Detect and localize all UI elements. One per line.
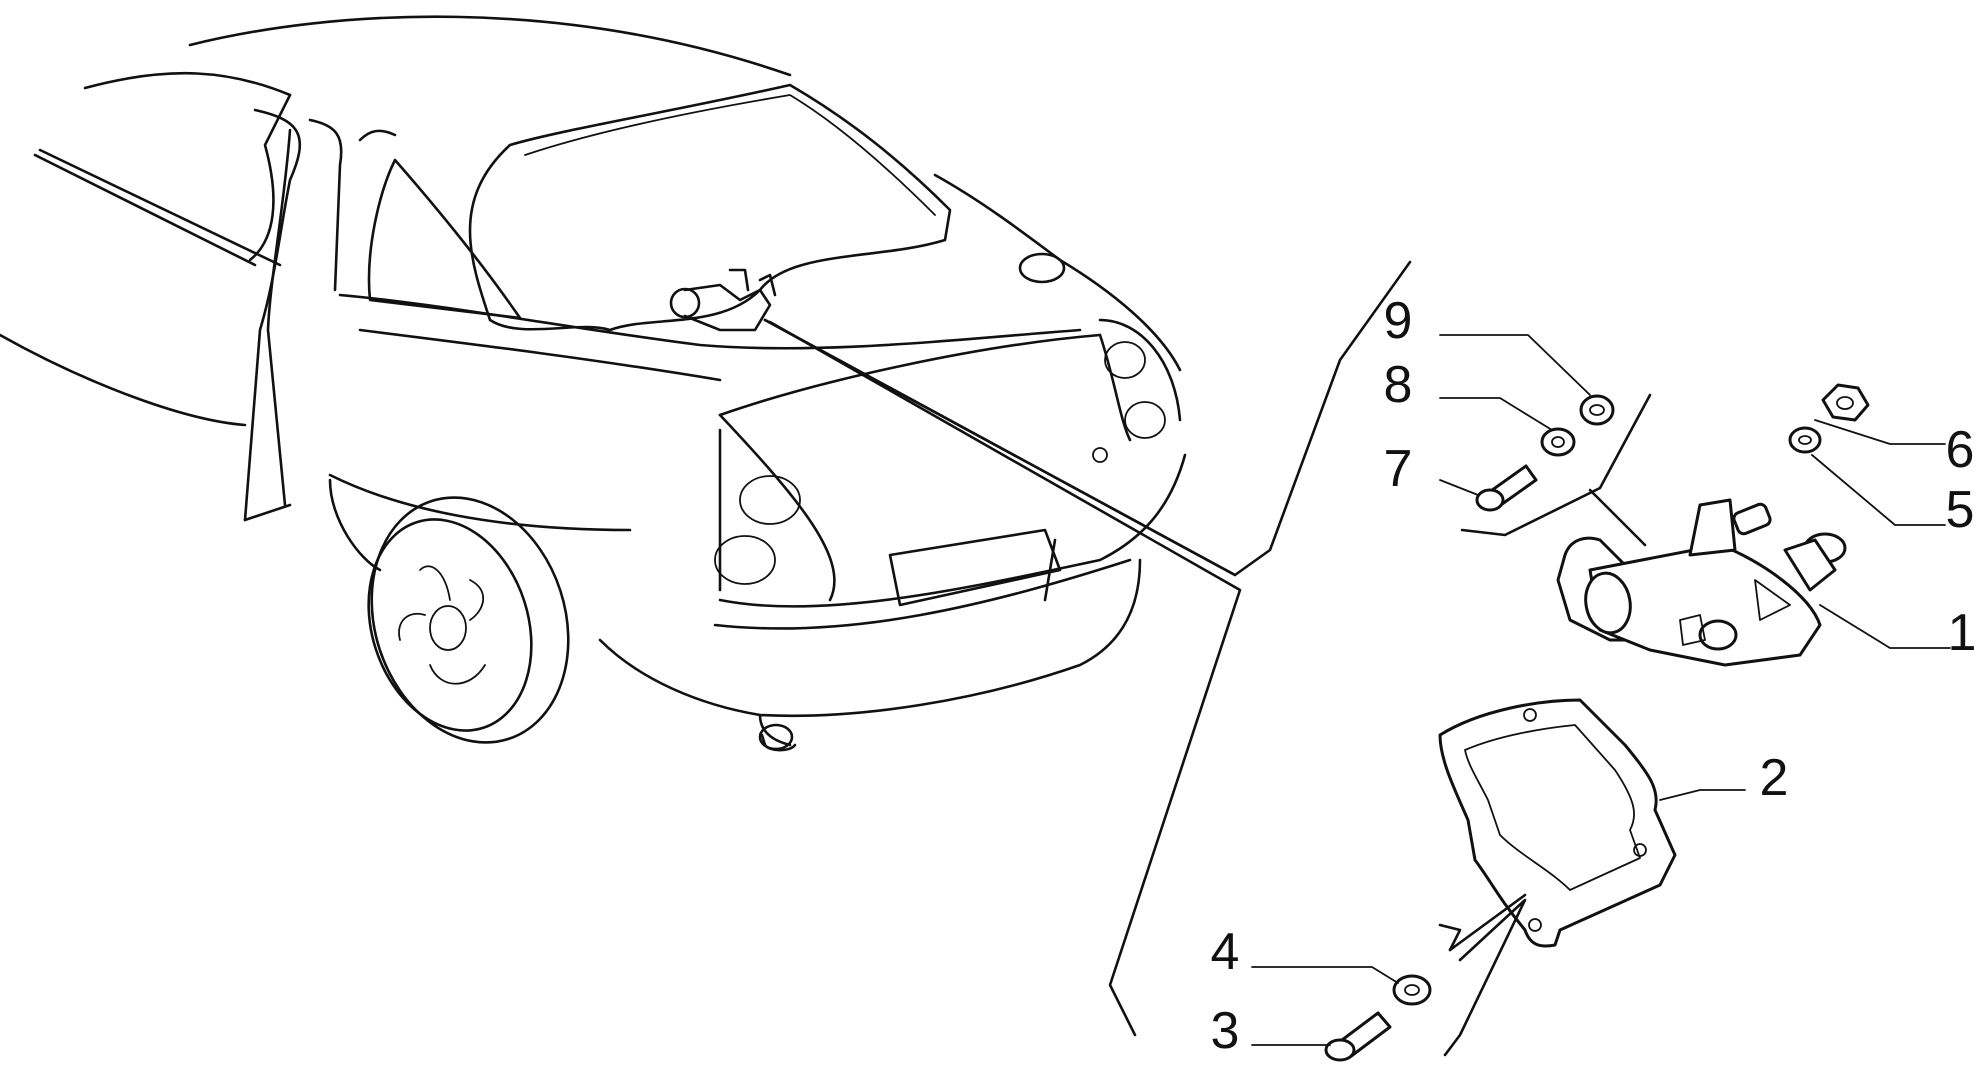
callout-lines [763, 260, 1412, 1037]
part-label-4: 4 [1211, 923, 1240, 981]
leader-lines [1251, 334, 1951, 1046]
part-number-labels: 9 8 7 6 5 1 2 4 3 [1211, 292, 1977, 1060]
assembly-lines [1438, 393, 1652, 1057]
bolt-7 [1475, 464, 1538, 512]
bolt-3 [1324, 1011, 1392, 1062]
washer-5 [1788, 426, 1822, 454]
washer-8 [1540, 427, 1576, 457]
part-label-6: 6 [1946, 421, 1975, 479]
car-illustration [0, 15, 1187, 752]
nut-6 [1821, 383, 1870, 422]
part-label-3: 3 [1211, 1002, 1240, 1060]
washer-4 [1392, 974, 1432, 1006]
washer-9 [1579, 394, 1615, 426]
part-label-9: 9 [1384, 292, 1413, 350]
part-label-7: 7 [1384, 440, 1413, 498]
part-label-2: 2 [1760, 749, 1789, 807]
rear-wiper-motor-location [669, 268, 777, 332]
part-label-1: 1 [1948, 604, 1977, 662]
wiper-motor [1556, 498, 1847, 667]
part-label-8: 8 [1384, 356, 1413, 414]
cover-housing [1438, 698, 1677, 948]
part-label-5: 5 [1946, 481, 1975, 539]
